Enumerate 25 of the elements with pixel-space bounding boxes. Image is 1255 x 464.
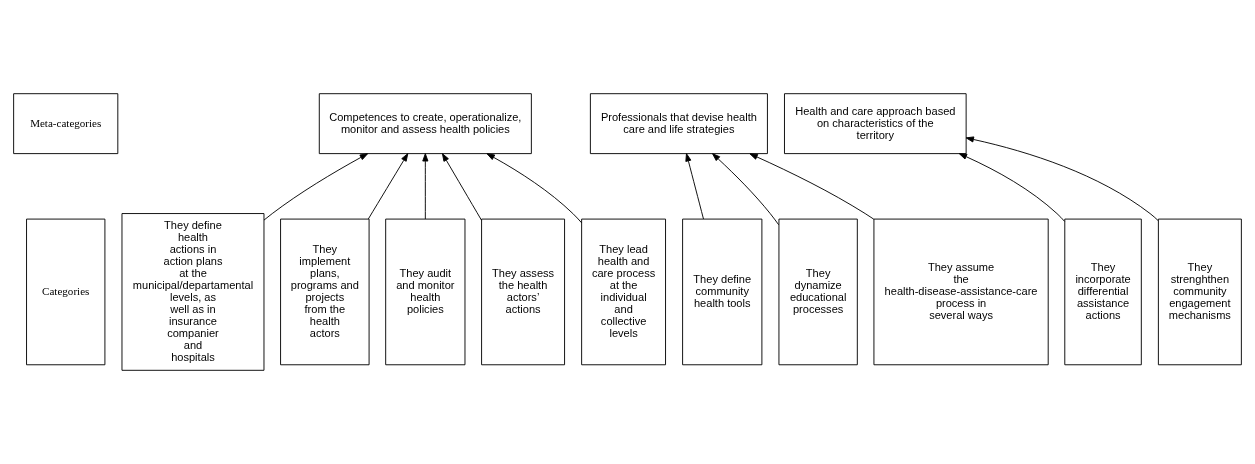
node-box: Categories bbox=[26, 218, 106, 366]
node-box: They lead health and care process at the individual and collective levels bbox=[581, 218, 666, 366]
node-box: They define health actions in action plans at the municipal/departamental levels, as well as in insurance companier and hospitals bbox=[121, 213, 265, 371]
arrow bbox=[712, 153, 780, 226]
node-box: They incorporate differential assistance actions bbox=[1064, 218, 1142, 366]
node-box: They strenghthen community engagement mechanisms bbox=[1157, 218, 1242, 366]
node-box: Competences to create, operationalize, monitor and assess health policies bbox=[318, 93, 532, 155]
node-box: They assess the health actors’ actions bbox=[481, 218, 566, 366]
arrow bbox=[958, 153, 1066, 222]
node-box: Professionals that devise health care and life strategies bbox=[589, 93, 768, 155]
node-box: Health and care approach based on characteristics of the territory bbox=[784, 93, 967, 155]
node-box: They dynamize educational processes bbox=[778, 218, 858, 366]
arrow bbox=[422, 153, 429, 220]
node-box: Meta-categories bbox=[13, 93, 119, 155]
node-box: They audit and monitor health policies bbox=[385, 218, 466, 366]
arrow bbox=[685, 153, 704, 220]
arrow bbox=[486, 153, 583, 224]
arrow bbox=[965, 136, 1159, 221]
arrow bbox=[367, 153, 409, 220]
node-box: They assume the health-disease-assistance-care process in several ways bbox=[873, 218, 1049, 366]
node-box: They implement plans, programs and projects from the health actors bbox=[280, 218, 370, 366]
arrow bbox=[442, 153, 482, 221]
arrow bbox=[749, 153, 875, 220]
arrow bbox=[263, 153, 369, 221]
node-box: They define community health tools bbox=[682, 218, 763, 366]
